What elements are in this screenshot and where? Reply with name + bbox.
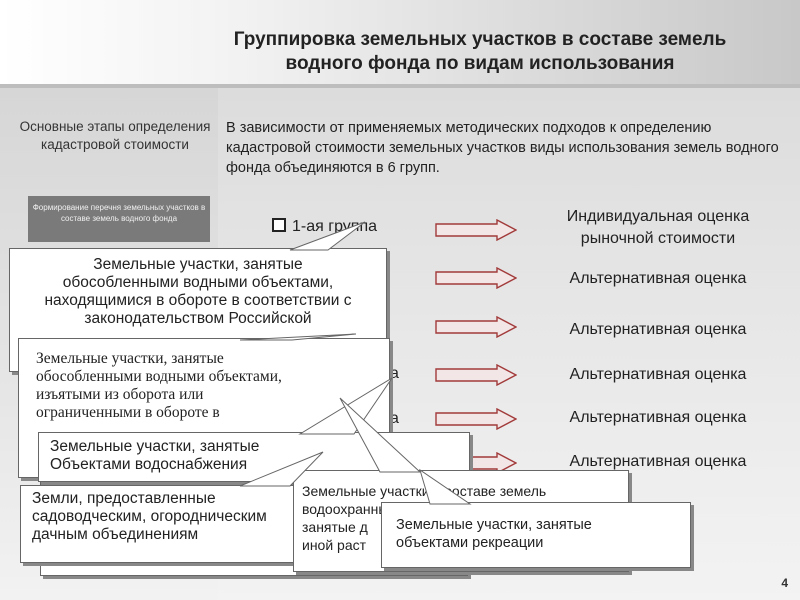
- page-number: 4: [781, 576, 788, 590]
- slide-header-background: [0, 0, 800, 88]
- callout-5-line: водоохранных: [302, 501, 396, 517]
- callout-4-line: Земли, предоставленные: [32, 490, 216, 507]
- callout-6-line: объектами рекреации: [396, 535, 544, 551]
- stage-box: Формирование перечня земельных участков …: [28, 196, 210, 242]
- callout-1-line: законодательством Российской: [84, 310, 312, 327]
- callout-text-3: Земельные участки, занятые Объектами вод…: [50, 438, 450, 474]
- result-1: Индивидуальная оценка рыночной стоимости: [526, 206, 790, 250]
- callout-text-5: Земельные участки в составе земель водоо…: [302, 482, 622, 554]
- result-6: Альтернативная оценка: [569, 453, 747, 470]
- result-2: Альтернативная оценка: [569, 270, 747, 287]
- arrow-icon: [435, 267, 517, 289]
- callout-text-4: Земли, предоставленные садоводческим, ог…: [32, 490, 308, 544]
- title-line-2: водного фонда по видам использования: [285, 53, 675, 74]
- callout-1-line: находящимися в обороте в соответствии с: [44, 292, 352, 309]
- arrow-icon: [435, 219, 517, 241]
- result-1-line-2: рыночной стоимости: [580, 230, 736, 247]
- intro-text: В зависимости от применяемых методически…: [226, 120, 779, 176]
- group-label-5: а: [390, 410, 399, 427]
- result-1-line-1: Индивидуальная оценка: [566, 208, 750, 225]
- header-divider: [0, 84, 800, 88]
- arrow-icon: [435, 316, 517, 338]
- group-label-4: а: [390, 365, 399, 382]
- callout-2-line: ограниченными в обороте в: [36, 404, 220, 421]
- result-5: Альтернативная оценка: [569, 409, 747, 426]
- result-4: Альтернативная оценка: [569, 366, 747, 383]
- callout-1-line: обособленными водными объектами,: [62, 274, 334, 291]
- callout-3-line: Объектами водоснабжения: [50, 456, 248, 473]
- slide-title: Группировка земельных участков в составе…: [170, 28, 790, 76]
- callout-text-1: Земельные участки, занятые обособленными…: [12, 256, 384, 328]
- stages-label: Основные этапы определения кадастровой с…: [19, 119, 211, 152]
- callout-5-line: иной раст: [302, 537, 367, 553]
- arrow-icon: [435, 364, 517, 386]
- callout-4-line: садоводческим, огородническим: [32, 508, 267, 525]
- callout-1-line: Земельные участки, занятые: [93, 256, 303, 273]
- callout-box-6: [381, 502, 691, 568]
- callout-5-line: Земельные участки в составе земель: [302, 483, 547, 499]
- title-line-1: Группировка земельных участков в составе…: [233, 29, 727, 50]
- group-label-1: 1-ая группа: [292, 218, 378, 235]
- callout-3-line: Земельные участки, занятые: [50, 438, 260, 455]
- callout-text-6: Земельные участки, занятые объектами рек…: [396, 516, 686, 552]
- result-3: Альтернативная оценка: [569, 321, 747, 338]
- callout-5-line: занятые д: [302, 519, 368, 535]
- callout-2-line: Земельные участки, занятые: [36, 350, 224, 367]
- callout-box-4: [20, 485, 310, 563]
- callout-4-line: дачным объединениям: [32, 526, 199, 543]
- callout-2-line: изъятыми из оборота или: [36, 386, 204, 403]
- checkbox-bullet-icon: [272, 218, 286, 232]
- callout-2-line: обособленными водными объектами,: [36, 368, 282, 385]
- callout-6-line: Земельные участки, занятые: [396, 517, 592, 533]
- arrow-icon: [435, 408, 517, 430]
- callout-text-2: Земельные участки, занятые обособленными…: [36, 350, 376, 422]
